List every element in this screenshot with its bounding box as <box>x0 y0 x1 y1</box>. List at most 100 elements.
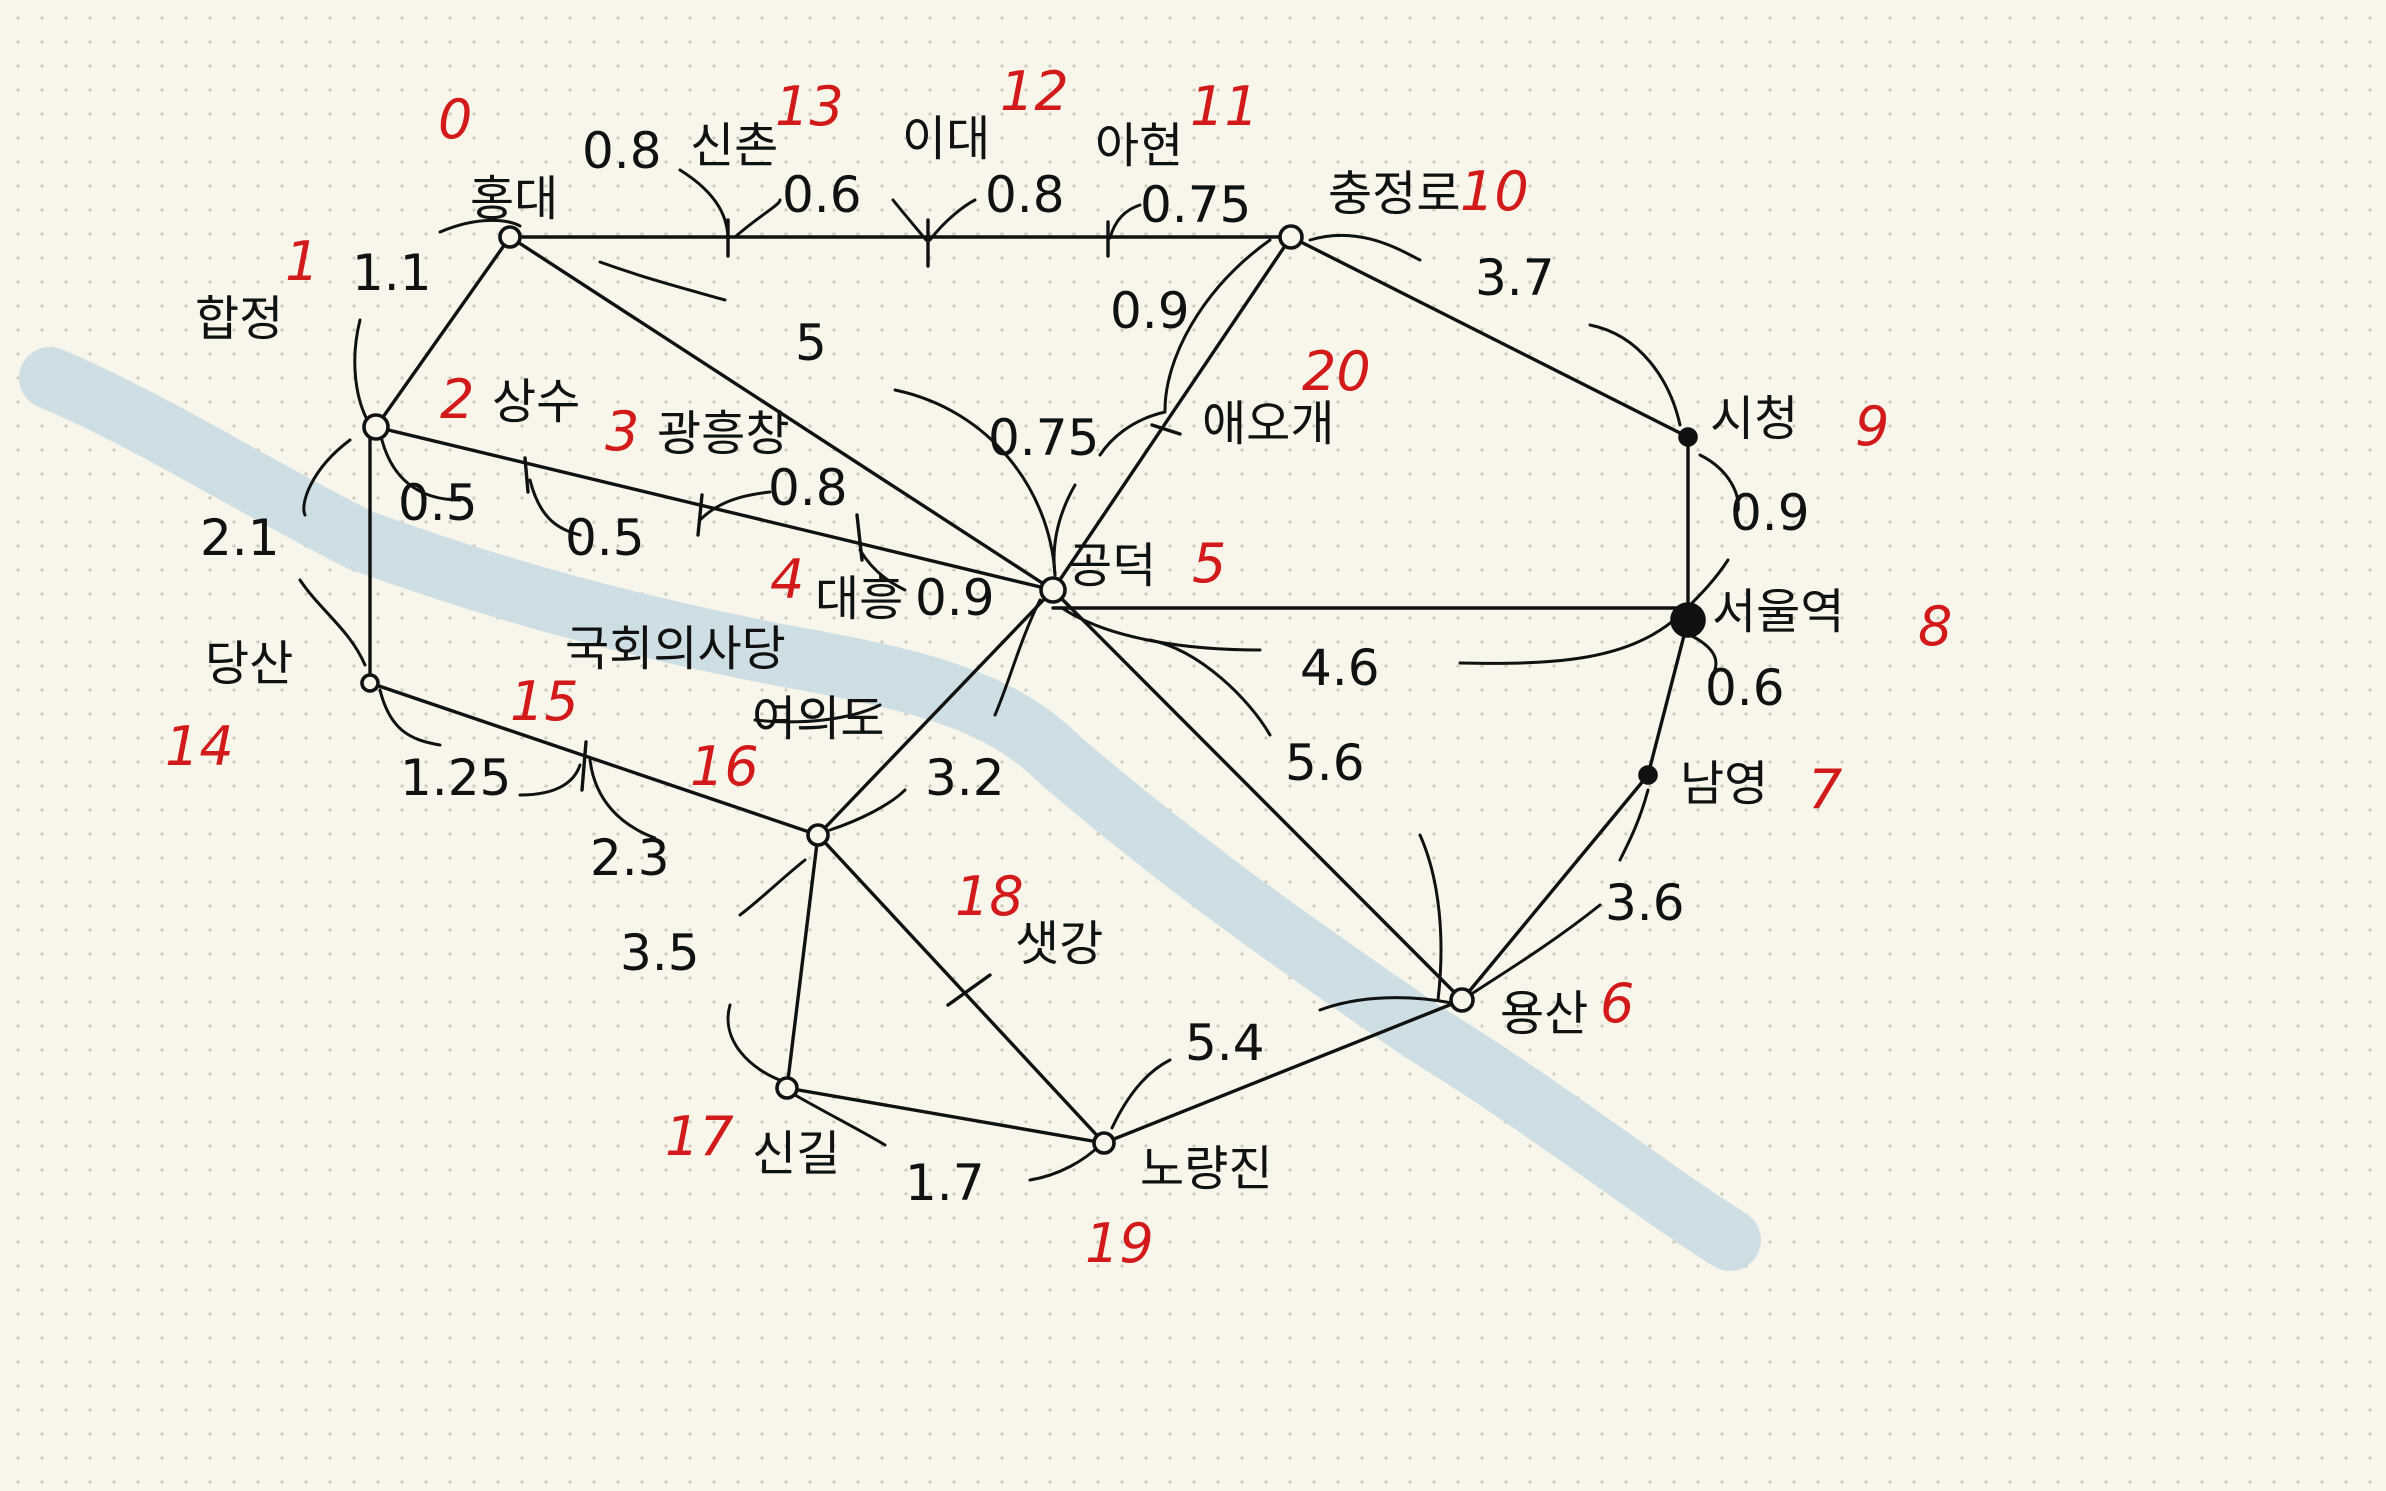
node-7 <box>1638 765 1658 785</box>
brace-1-14-b <box>298 578 367 667</box>
node-10 <box>1278 224 1304 250</box>
node-0 <box>498 225 522 249</box>
edge-weight-0-5: 5 <box>795 314 827 372</box>
node-index-15: 15 <box>510 670 579 733</box>
edge-tick-20 <box>1150 423 1182 436</box>
station-label-16: 여의도 <box>752 691 884 747</box>
edge-weight-0-1: 1.1 <box>352 244 432 302</box>
edge-line-16-5 <box>816 588 1055 837</box>
edge-weight-16-5: 3.2 <box>925 749 1005 807</box>
station-label-17: 신길 <box>752 1126 840 1182</box>
edge-line-0-5 <box>508 235 1055 592</box>
edge-weight-1-2: 0.5 <box>398 474 478 532</box>
node-index-14: 14 <box>165 715 234 778</box>
edge-line-8-7 <box>1646 618 1690 777</box>
station-label-10: 충정로 <box>1328 166 1460 222</box>
station-label-15: 국회의사당 <box>565 621 786 677</box>
brace-16-17-a <box>738 858 807 917</box>
brace-5-8-b <box>1458 613 1682 665</box>
station-label-3: 광흥창 <box>657 406 789 462</box>
node-index-2: 2 <box>440 368 474 431</box>
edge-weight-3-4: 0.8 <box>768 459 848 517</box>
node-index-20: 20 <box>1302 340 1371 403</box>
node-indices: 0 1 2 3 4 5 6 7 8 9 10 11 12 13 14 15 16… <box>165 60 1952 1275</box>
brace-9-8-a <box>1698 453 1740 512</box>
node-9 <box>1678 427 1698 447</box>
brace-16-3.2 <box>828 788 907 832</box>
node-1 <box>362 413 390 441</box>
station-label-0: 홍대 <box>470 171 558 227</box>
edge-tick-15 <box>580 740 588 792</box>
brace-13-12-b <box>891 198 928 242</box>
brace-10-9-b <box>1588 323 1682 427</box>
node-19 <box>1092 1131 1116 1155</box>
brace-15-16 <box>588 758 657 840</box>
edge-weight-20-5: 0.75 <box>988 409 1099 467</box>
edge-lines <box>368 218 1690 1145</box>
node-index-6: 6 <box>1600 972 1634 1035</box>
node-index-3: 3 <box>605 400 639 463</box>
node-8 <box>1670 602 1706 638</box>
river-stroke <box>19 347 1761 1271</box>
brace-20-5 <box>1098 410 1167 457</box>
station-label-12: 이대 <box>902 111 990 167</box>
brace-17-19-b <box>1028 1143 1102 1182</box>
edge-line-19-6 <box>1102 998 1464 1145</box>
station-label-5: 공덕 <box>1068 538 1156 594</box>
brace-19-6-a <box>1110 1058 1172 1130</box>
edge-weight-5-6: 5.6 <box>1285 734 1365 792</box>
node-index-7: 7 <box>1808 758 1842 821</box>
node-index-18: 18 <box>955 865 1024 928</box>
edge-tick-18 <box>946 973 992 1007</box>
edge-weight-2-3: 0.5 <box>565 509 645 567</box>
edge-line-5-6 <box>1051 588 1464 1002</box>
brace-3-4 <box>698 490 772 522</box>
node-index-19: 19 <box>1085 1212 1154 1275</box>
brace-5-16 <box>993 598 1042 717</box>
brace-5-6-b <box>1418 833 1443 1002</box>
station-label-6: 용산 <box>1500 986 1588 1042</box>
edge-weight-11-10: 0.75 <box>1140 176 1251 234</box>
station-label-19: 노량진 <box>1140 1141 1272 1197</box>
node-6 <box>1449 987 1475 1013</box>
node-index-0: 0 <box>438 88 472 151</box>
weight-braces <box>298 168 1740 1182</box>
brace-14-15-b <box>518 763 582 797</box>
node-index-4: 4 <box>770 548 804 611</box>
brace-12-11-a <box>928 198 977 242</box>
edge-weight-13-12: 0.6 <box>782 166 862 224</box>
edge-line-0-1 <box>374 235 512 429</box>
station-label-11: 아현 <box>1095 118 1183 174</box>
node-index-1: 1 <box>285 230 319 293</box>
edge-weight-10-20: 0.9 <box>1110 282 1190 340</box>
brace-0-1 <box>353 318 372 427</box>
brace-0-13 <box>678 168 730 242</box>
brace-1-14-a <box>302 438 352 517</box>
brace-7-6-b <box>1468 903 1602 997</box>
edge-line-10-5 <box>1051 235 1293 592</box>
node-16 <box>806 823 830 847</box>
node-17 <box>775 1076 799 1100</box>
station-label-2: 상수 <box>492 374 580 430</box>
brace-2-3 <box>528 478 582 537</box>
brace-5-top <box>893 388 1057 577</box>
station-labels: 홍대 합정 상수 광흥창 대흥 공덕 용산 남영 서울역 시청 충정로 아현 이… <box>195 111 1844 1197</box>
station-label-20: 애오개 <box>1202 396 1334 452</box>
edge-weight-16-17: 3.5 <box>620 924 700 982</box>
brace-16-17-b <box>726 1003 787 1084</box>
brace-5-6-a <box>1148 638 1272 737</box>
node-14 <box>360 673 380 693</box>
station-label-7: 남영 <box>1680 756 1768 812</box>
edge-weight-15-16: 2.3 <box>590 829 670 887</box>
edge-line-16-19 <box>816 833 1106 1145</box>
node-index-10: 10 <box>1460 160 1529 223</box>
station-label-8: 서울역 <box>1712 584 1844 640</box>
edge-tick-2 <box>523 456 530 494</box>
edge-weight-4-5: 0.9 <box>915 569 995 627</box>
station-label-9: 시청 <box>1710 391 1798 447</box>
edge-weight-17-19: 1.7 <box>905 1154 985 1212</box>
edge-weight-8-7: 0.6 <box>1705 659 1785 717</box>
node-index-11: 11 <box>1190 75 1259 138</box>
edge-line-17-19 <box>785 1086 1106 1145</box>
